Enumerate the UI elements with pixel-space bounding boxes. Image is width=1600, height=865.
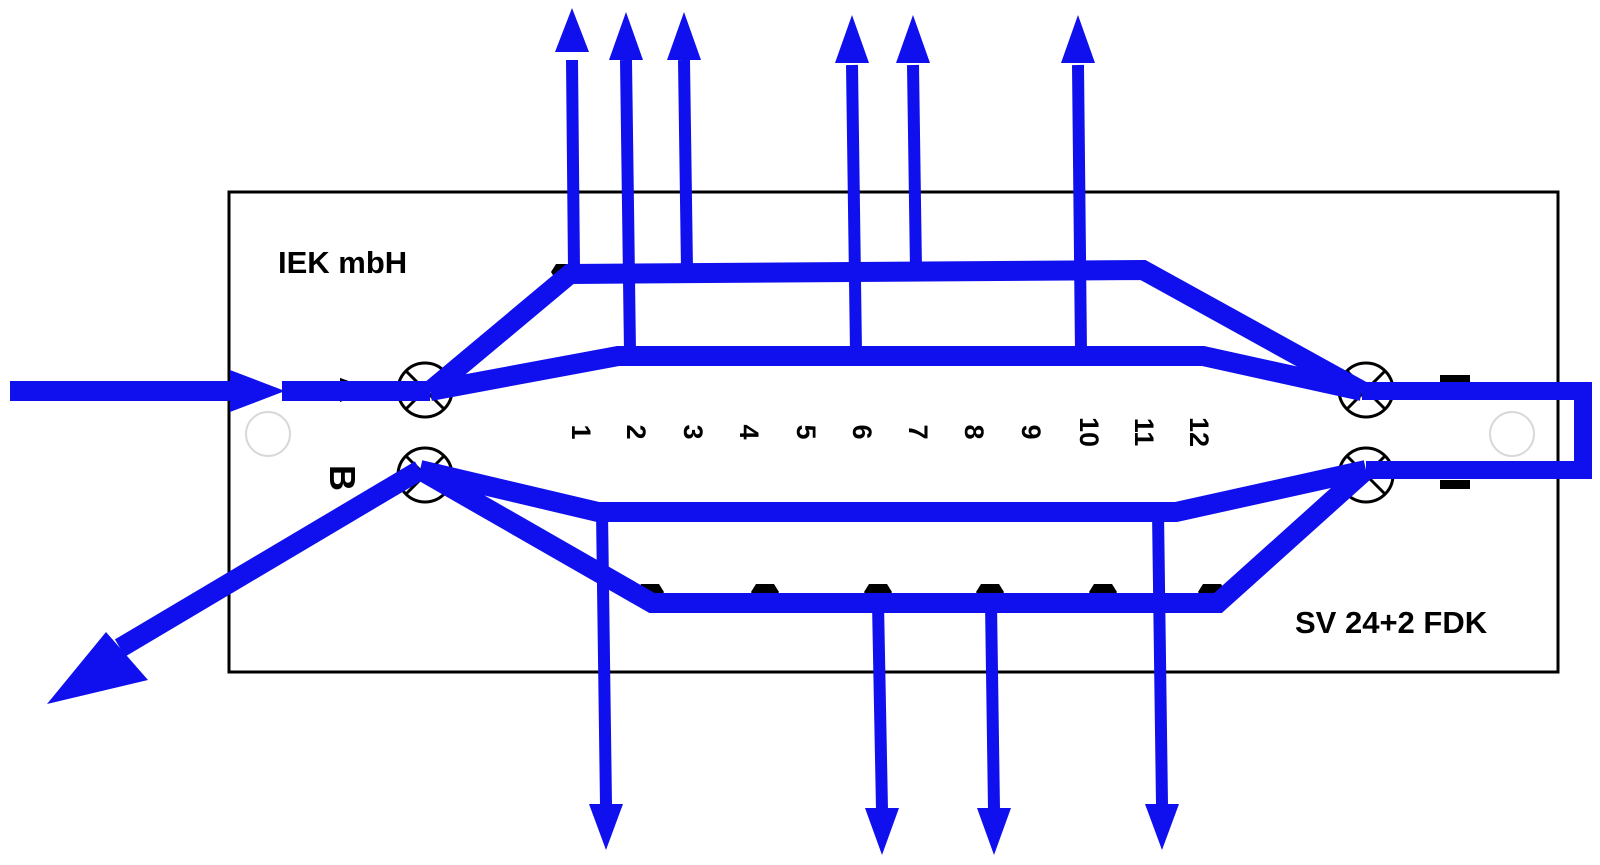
- terminal-number: 10: [1074, 417, 1104, 447]
- tap-down-6: [872, 602, 888, 811]
- arrowheads: [47, 8, 1179, 855]
- tap-up-2: [620, 59, 636, 353]
- rail-4: [415, 461, 1373, 613]
- arrow-down-icon: [589, 804, 623, 850]
- port-b-right-marker: [1440, 480, 1470, 489]
- arrow-down-icon: [1145, 804, 1179, 850]
- model-label: SV 24+2 FDK: [1295, 605, 1488, 640]
- loop-a-to-b: [1362, 382, 1592, 479]
- mounting-hole-right: [1489, 411, 1535, 457]
- arrow-up-icon: [1061, 15, 1095, 63]
- arrow-up-icon: [835, 15, 869, 63]
- terminal-number: 12: [1184, 417, 1214, 447]
- tap-down-8: [985, 602, 1000, 811]
- terminal-number: 3: [678, 424, 708, 439]
- tap-up-3: [678, 59, 693, 271]
- port-a-right-marker: [1440, 375, 1470, 384]
- terminal-number: 2: [621, 424, 651, 439]
- arrow-down-icon: [977, 808, 1011, 855]
- rail-2: [428, 346, 1365, 401]
- terminal-number: 6: [847, 424, 877, 439]
- mounting-hole-left: [245, 411, 291, 457]
- arrow-up-icon: [609, 12, 643, 60]
- arrow-right-icon: [230, 370, 285, 412]
- tap-down-11: [1152, 511, 1168, 806]
- rail-3: [417, 460, 1369, 522]
- maker-label: IEK mbH: [278, 245, 407, 280]
- tap-up-10: [1072, 64, 1087, 353]
- tap-down-1: [596, 511, 612, 806]
- terminal-number: 1: [566, 424, 596, 439]
- tap-up-6: [846, 64, 862, 353]
- arrow-down-icon: [865, 808, 899, 855]
- wiring: [10, 59, 1592, 811]
- tap-up-1: [566, 59, 580, 271]
- arrow-up-icon: [555, 8, 589, 52]
- terminal-number: 4: [734, 424, 764, 439]
- terminal-number: 5: [791, 424, 821, 439]
- tap-up-7: [907, 64, 922, 271]
- arrow-up-icon: [896, 15, 930, 63]
- outgoing-wire-b: [114, 461, 426, 657]
- arrow-up-icon: [667, 12, 701, 60]
- terminal-number: 7: [903, 424, 933, 439]
- terminal-number: 9: [1016, 424, 1046, 439]
- terminal-number: 11: [1129, 418, 1159, 447]
- arrow-down-left-icon: [47, 632, 148, 704]
- terminal-number: 8: [959, 424, 989, 439]
- port-b-label: B: [322, 465, 363, 491]
- terminal-numbers: 1 2 3 4 5 6 7 8 9 10 11 12: [566, 417, 1214, 447]
